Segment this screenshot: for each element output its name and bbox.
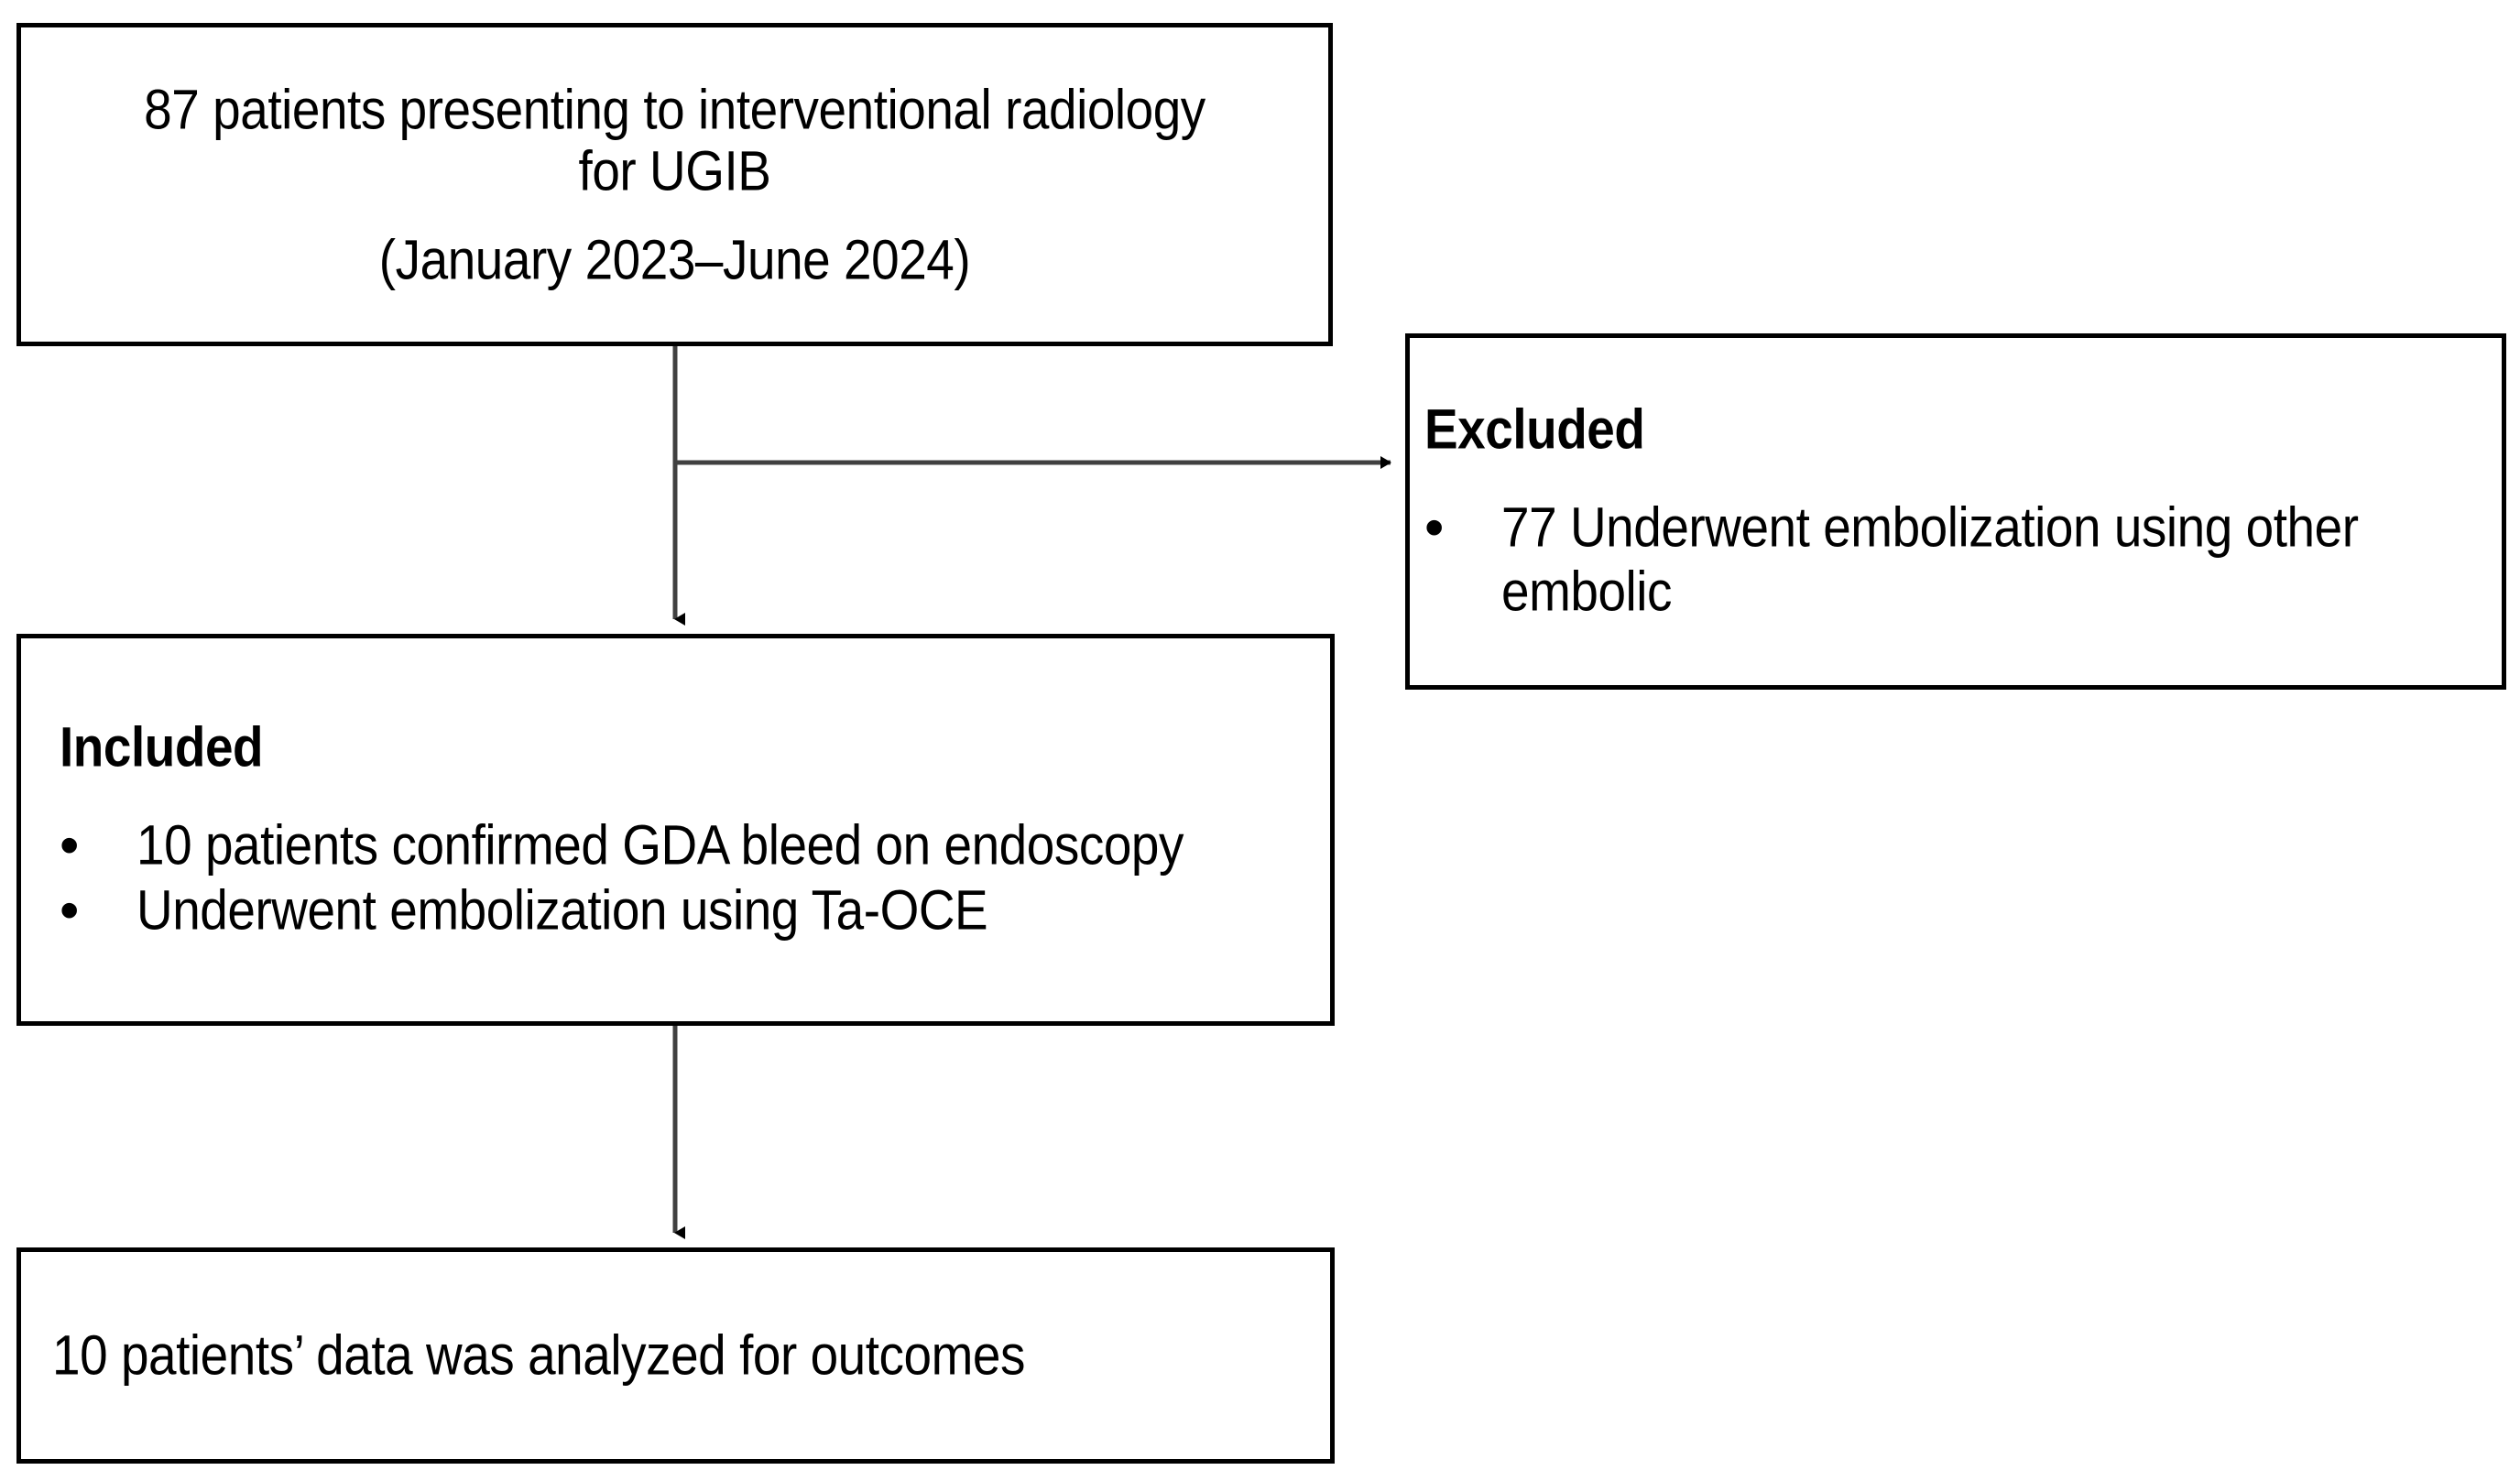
excluded-bullet-1-text: 77 Underwent embolization using other em… xyxy=(1501,495,2359,624)
node-excluded-content: Excluded • 77 Underwent embolization usi… xyxy=(1410,398,2502,625)
node-cohort-content: 87 patients presenting to interventional… xyxy=(21,77,1328,291)
analyzed-line-1: 10 patients’ data was analyzed for outco… xyxy=(52,1323,1026,1387)
node-included-box: Included • 10 patients confirmed GDA ble… xyxy=(16,634,1335,1026)
included-bullet-2-text: Underwent embolization using Ta-OCE xyxy=(136,878,988,942)
node-cohort-box: 87 patients presenting to interventional… xyxy=(16,23,1333,346)
excluded-bullet-list: • 77 Underwent embolization using other … xyxy=(1424,495,2489,625)
excluded-heading: Excluded xyxy=(1424,397,1645,461)
included-heading: Included xyxy=(60,715,264,779)
list-item: • Underwent embolization using Ta-OCE xyxy=(60,878,1312,943)
included-heading-spacer xyxy=(60,779,1312,813)
excluded-heading-spacer xyxy=(1424,460,2489,495)
bullet-icon: • xyxy=(1424,495,1445,559)
list-item: • 10 patients confirmed GDA bleed on end… xyxy=(60,813,1312,878)
node-analyzed-content: 10 patients’ data was analyzed for outco… xyxy=(21,1324,1330,1386)
included-bullet-list: • 10 patients confirmed GDA bleed on end… xyxy=(60,813,1312,943)
cohort-line-1: 87 patients presenting to interventional… xyxy=(144,77,1205,140)
bullet-icon: • xyxy=(60,813,80,877)
bullet-icon: • xyxy=(60,878,80,942)
node-included-content: Included • 10 patients confirmed GDA ble… xyxy=(21,715,1330,943)
cohort-line-3: (January 2023–June 2024) xyxy=(378,228,971,291)
cohort-line-gap xyxy=(49,201,1301,229)
list-item: • 77 Underwent embolization using other … xyxy=(1424,495,2489,625)
node-excluded-box: Excluded • 77 Underwent embolization usi… xyxy=(1405,333,2506,690)
node-analyzed-box: 10 patients’ data was analyzed for outco… xyxy=(16,1247,1335,1464)
included-bullet-1-text: 10 patients confirmed GDA bleed on endos… xyxy=(136,813,1184,877)
cohort-line-2: for UGIB xyxy=(578,138,771,201)
